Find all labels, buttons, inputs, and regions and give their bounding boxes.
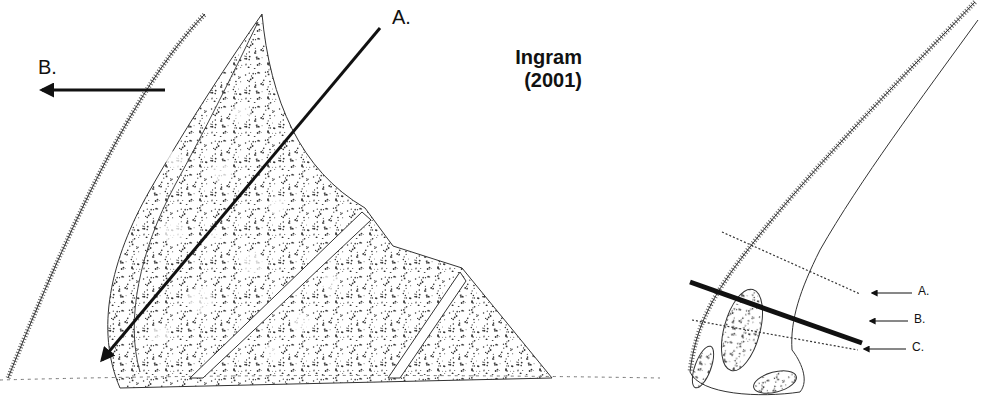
pointer-arrow: [870, 321, 908, 322]
band-boundary: [190, 212, 371, 378]
lacuna: [211, 161, 233, 183]
lacuna: [150, 325, 170, 345]
lacuna: [166, 151, 184, 169]
stippled-bone: [751, 367, 799, 398]
figure-label: C.: [912, 341, 924, 355]
stippled-body: [108, 14, 552, 388]
lacuna: [264, 344, 280, 360]
hairy-edge: [8, 14, 205, 378]
pointer-arrow: [872, 293, 912, 294]
lacuna: [240, 250, 264, 274]
lacuna: [187, 287, 213, 313]
outer-edge: [8, 14, 205, 378]
inner-edge: [792, 20, 978, 350]
lacuna: [163, 220, 187, 244]
lacuna: [207, 227, 223, 243]
band-boundary: [388, 272, 466, 378]
direction-arrow: [42, 89, 165, 92]
figure-label: A.: [392, 6, 411, 29]
lacuna: [290, 312, 310, 332]
section-line: [692, 320, 858, 350]
figure-label: A.: [918, 285, 929, 299]
lacuna: [321, 273, 339, 291]
figure-label: B.: [914, 313, 925, 327]
section-line: [690, 282, 862, 343]
lacuna: [268, 195, 288, 215]
direction-arrow: [102, 28, 380, 360]
pointer-arrow: [864, 349, 906, 350]
citation: Ingram (2001): [478, 46, 582, 92]
figure-label: B.: [38, 56, 57, 79]
lacuna: [233, 103, 251, 121]
section-line: [722, 232, 860, 294]
stippled-bone: [688, 344, 718, 391]
lacunae: [150, 103, 339, 360]
